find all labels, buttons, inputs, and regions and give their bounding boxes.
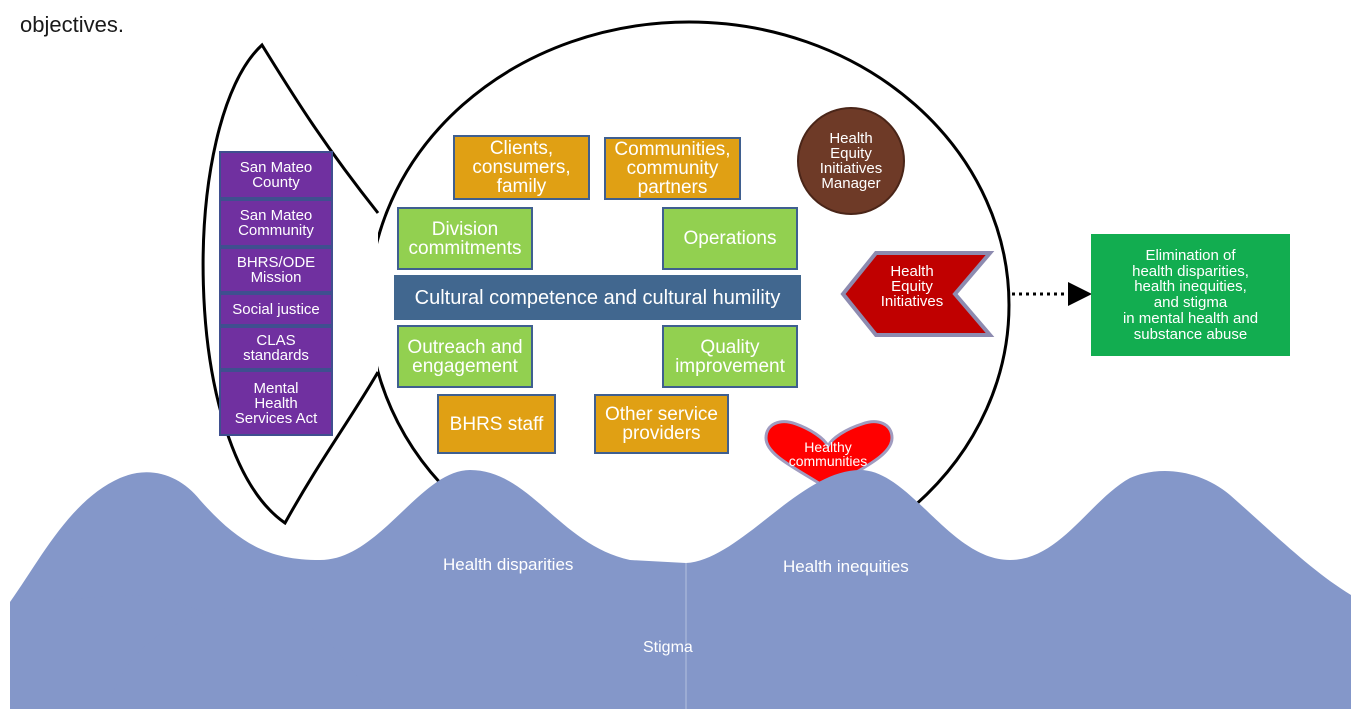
function-operations: Operations [662,207,798,270]
partner-bhrs-staff: BHRS staff [437,394,556,454]
partner-clients: Clients,consumers,family [453,135,590,200]
goal-box: Elimination of health disparities, healt… [1091,234,1290,356]
wave-crest-cutout [110,606,400,709]
page-heading: objectives. [20,12,124,37]
heart-shape [764,420,894,491]
initiatives-chevron [840,251,995,337]
wave-band-right [686,470,1351,709]
wave-label-health-disparities: Health disparities [443,555,574,574]
core-banner: Cultural competence and cultural humilit… [394,275,801,320]
wave-label-stigma: Stigma [643,639,693,656]
value-social-justice: Social justice [219,293,333,326]
wave-label-health-inequities: Health inequities [783,557,909,576]
